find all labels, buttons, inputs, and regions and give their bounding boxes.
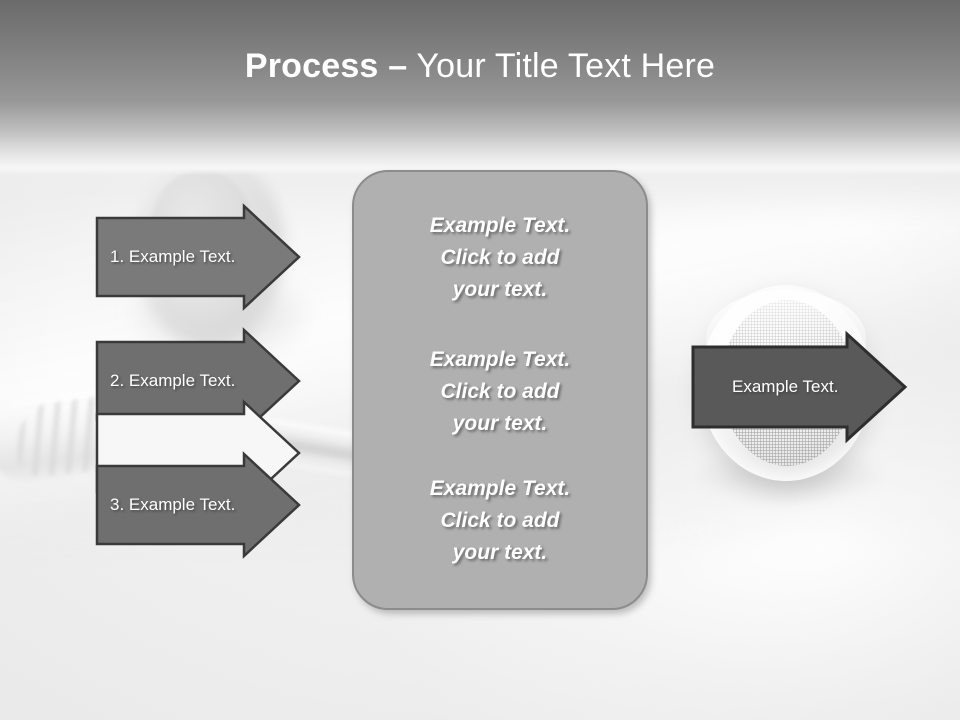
center-content-box[interactable]: Example Text. Click to add your text. Ex…: [352, 170, 648, 610]
arrow-right-icon: [691, 330, 908, 444]
center-text-block-2: Example Text. Click to add your text.: [429, 347, 571, 435]
process-arrow-1[interactable]: 1. Example Text.: [95, 203, 301, 311]
arrow-right-icon: [95, 203, 301, 311]
page-title-light: Your Title Text Here: [407, 47, 716, 85]
arrow-right-icon: [95, 451, 301, 559]
process-arrow-result[interactable]: Example Text.: [691, 330, 908, 444]
process-arrow-3[interactable]: 3. Example Text.: [95, 451, 301, 559]
page-title-strong: Process –: [244, 47, 408, 85]
page-title: Process – Your Title Text Here: [0, 47, 960, 86]
title-band: [0, 0, 960, 175]
center-text-block-1: Example Text. Click to add your text.: [429, 214, 571, 301]
center-text-block-3: Example Text. Click to add your text.: [429, 477, 571, 565]
